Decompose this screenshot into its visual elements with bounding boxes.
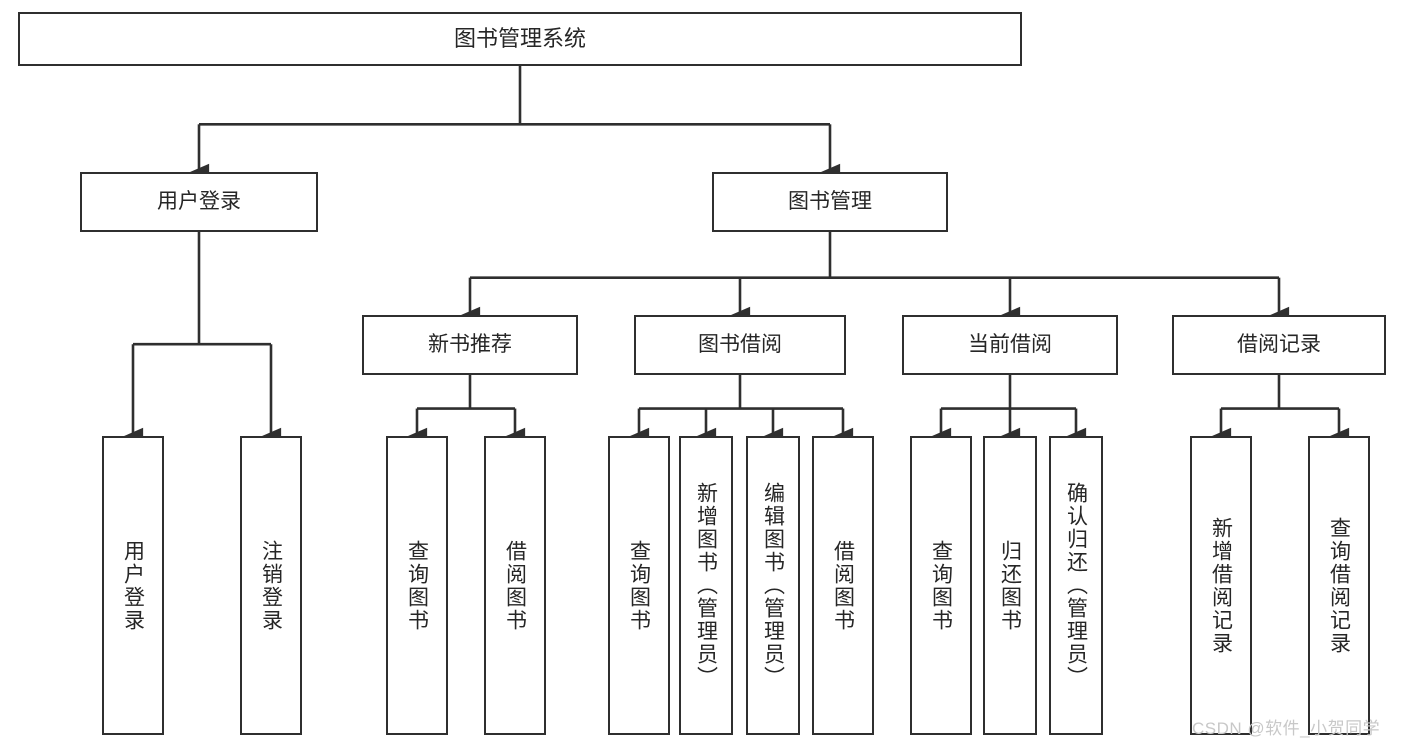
node-leaf-edit-book[interactable]: 编辑图书（管理员） — [746, 436, 800, 735]
node-leaf-borrow-book-1[interactable]: 借阅图书 — [484, 436, 546, 735]
node-root[interactable]: 图书管理系统 — [18, 12, 1022, 66]
node-book-borrow[interactable]: 图书借阅 — [634, 315, 846, 375]
node-label-leaf-confirm-return: 确认归还（管理员） — [1064, 482, 1088, 689]
node-borrow-record[interactable]: 借阅记录 — [1172, 315, 1386, 375]
node-leaf-query-book-2[interactable]: 查询图书 — [608, 436, 670, 735]
node-label-current-borrow: 当前借阅 — [968, 333, 1052, 357]
watermark-label: CSDN @软件_小贺同学 — [1192, 719, 1381, 738]
node-label-leaf-query-book-3: 查询图书 — [929, 539, 953, 632]
node-label-leaf-borrow-book-2: 借阅图书 — [831, 539, 855, 632]
node-label-leaf-user-logout: 注销登录 — [259, 539, 283, 632]
node-current-borrow[interactable]: 当前借阅 — [902, 315, 1118, 375]
node-label-leaf-query-book-1: 查询图书 — [405, 539, 429, 632]
node-label-user-login: 用户登录 — [157, 190, 241, 214]
node-label-leaf-query-book-2: 查询图书 — [627, 539, 651, 632]
node-leaf-user-logout[interactable]: 注销登录 — [240, 436, 302, 735]
node-label-leaf-return-book: 归还图书 — [998, 539, 1022, 632]
node-label-book-borrow: 图书借阅 — [698, 333, 782, 357]
node-leaf-query-book-3[interactable]: 查询图书 — [910, 436, 972, 735]
node-new-book-rec[interactable]: 新书推荐 — [362, 315, 578, 375]
node-leaf-query-record[interactable]: 查询借阅记录 — [1308, 436, 1370, 735]
node-label-leaf-user-login: 用户登录 — [121, 539, 145, 632]
node-leaf-add-book[interactable]: 新增图书（管理员） — [679, 436, 733, 735]
node-label-leaf-add-record: 新增借阅记录 — [1209, 516, 1233, 655]
node-leaf-borrow-book-2[interactable]: 借阅图书 — [812, 436, 874, 735]
node-user-login[interactable]: 用户登录 — [80, 172, 318, 232]
node-label-leaf-edit-book: 编辑图书（管理员） — [761, 482, 785, 689]
node-label-leaf-add-book: 新增图书（管理员） — [694, 482, 718, 689]
node-leaf-add-record[interactable]: 新增借阅记录 — [1190, 436, 1252, 735]
node-label-leaf-query-record: 查询借阅记录 — [1327, 516, 1351, 655]
node-label-new-book-rec: 新书推荐 — [428, 333, 512, 357]
node-leaf-return-book[interactable]: 归还图书 — [983, 436, 1037, 735]
node-leaf-confirm-return[interactable]: 确认归还（管理员） — [1049, 436, 1103, 735]
node-label-leaf-borrow-book-1: 借阅图书 — [503, 539, 527, 632]
node-label-book-manage: 图书管理 — [788, 190, 872, 214]
node-leaf-query-book-1[interactable]: 查询图书 — [386, 436, 448, 735]
node-book-manage[interactable]: 图书管理 — [712, 172, 948, 232]
node-label-root: 图书管理系统 — [453, 25, 586, 51]
node-label-borrow-record: 借阅记录 — [1237, 333, 1321, 357]
node-leaf-user-login[interactable]: 用户登录 — [102, 436, 164, 735]
